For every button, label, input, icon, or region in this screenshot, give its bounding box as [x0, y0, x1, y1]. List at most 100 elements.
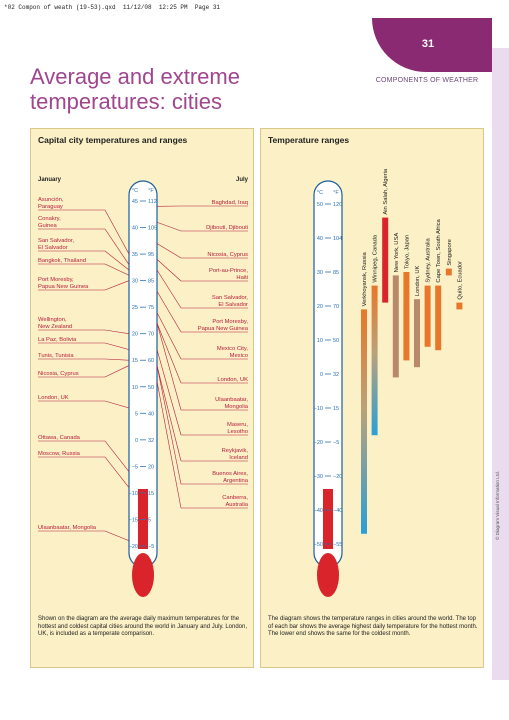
- capital-tick-label-c: 25: [132, 305, 138, 311]
- capital-tick-label-f: 75: [148, 305, 154, 311]
- capital-unit-f: °F: [148, 188, 154, 194]
- january-pointer: [104, 329, 130, 334]
- july-pointer: [156, 322, 182, 411]
- january-pointer: [104, 365, 130, 378]
- january-city-label: Conakry,: [38, 216, 61, 222]
- ranges-thermometer-mercury: [323, 489, 333, 549]
- ranges-tick-label-f: 85: [333, 270, 339, 276]
- range-bar: [392, 275, 399, 378]
- capital-tick-label-f: 70: [148, 332, 154, 338]
- capital-tick-label-c: 15: [132, 358, 138, 364]
- range-bar: [456, 302, 463, 310]
- january-city-label: Bangkok, Thailand: [38, 258, 86, 264]
- capital-tick-label-c: 40: [132, 226, 138, 232]
- july-city-label: Lesotho: [227, 429, 248, 435]
- ranges-tick-label-f: 15: [333, 406, 339, 412]
- capital-tick-label-c: 30: [132, 279, 138, 285]
- july-pointer: [156, 365, 182, 485]
- ranges-tick-label-c: 50: [317, 202, 323, 208]
- july-city-label: Maseru,: [227, 422, 248, 428]
- range-bar: [371, 285, 378, 436]
- capital-tick-label-c: −10: [129, 491, 138, 497]
- july-city-label: Reykjavik,: [222, 448, 249, 454]
- capital-tick-label-f: 15: [148, 491, 154, 497]
- january-city-label: Nicosia, Cyprus: [38, 371, 79, 377]
- ranges-caption: The diagram shows the temperature ranges…: [268, 616, 478, 637]
- january-pointer: [104, 228, 130, 265]
- page-title: Average and extreme temperatures: cities: [30, 64, 240, 114]
- july-pointer: [156, 322, 182, 384]
- capital-tick-label-f: −5: [148, 544, 154, 550]
- july-city-label: Argentina: [223, 478, 249, 484]
- ranges-tick-label-c: −20: [314, 440, 323, 446]
- range-bar: [361, 309, 367, 534]
- january-label: January: [38, 177, 62, 183]
- july-label: July: [236, 177, 249, 183]
- ranges-tick-label-f: −40: [333, 508, 342, 514]
- july-city-label: Australia: [225, 502, 248, 508]
- ranges-tick-label-c: 20: [317, 304, 323, 310]
- january-city-label: Asunción,: [38, 197, 64, 203]
- ranges-tick-label-c: −40: [314, 508, 323, 514]
- capital-tick-label-f: 112: [148, 199, 157, 205]
- january-pointer: [104, 209, 130, 255]
- january-pointer: [104, 456, 130, 488]
- capital-panel-title: Capital city temperatures and ranges: [38, 135, 188, 145]
- ranges-tick-label-c: −10: [314, 406, 323, 412]
- capital-tick-label-c: 45: [132, 199, 138, 205]
- july-city-label: Buenos Aires,: [212, 471, 248, 477]
- ranges-tick-label-f: 104: [333, 236, 342, 242]
- capital-tick-label-f: 20: [148, 464, 154, 470]
- capital-tick-label-c: 20: [132, 332, 138, 338]
- january-city-label: Papua New Guinea: [38, 284, 89, 290]
- range-bar: [382, 217, 389, 303]
- capital-tick-label-f: 5: [148, 517, 151, 523]
- july-pointer: [156, 259, 182, 282]
- ranges-tick-label-f: −5: [333, 440, 339, 446]
- july-city-label: Mexico: [230, 353, 248, 359]
- range-bar: [403, 272, 410, 361]
- capital-thermometer-bulb: [132, 553, 154, 597]
- january-pointer: [104, 342, 130, 350]
- range-city-label: Ain Salah, Algeria: [383, 168, 389, 215]
- range-bar: [414, 299, 420, 368]
- january-city-label: Ottawa, Canada: [38, 435, 81, 441]
- title-line-1: Average and extreme: [30, 64, 240, 89]
- july-city-label: London, UK: [217, 377, 248, 383]
- january-city-label: Port Moresby,: [38, 277, 74, 283]
- range-city-label: Cape Town, South Africa: [436, 218, 442, 282]
- ranges-tick-label-f: −55: [333, 542, 342, 548]
- january-pointer: [104, 250, 130, 271]
- july-city-label: Mongolia: [224, 404, 248, 410]
- range-city-label: Sydney, Australia: [426, 237, 432, 282]
- capital-tick-label-c: 35: [132, 252, 138, 258]
- capital-panel: Capital city temperatures and ranges °C °…: [30, 128, 254, 668]
- print-header: *02 Compon of weath (19-53).qxd 11/12/08…: [4, 4, 221, 11]
- ranges-tick-label-c: 0: [320, 372, 323, 378]
- january-city-label: Ulaanbaatar, Mongolia: [38, 525, 97, 531]
- copyright-notice: © Diagram Visual Information Ltd.: [495, 471, 500, 540]
- capital-tick-label-c: −20: [129, 544, 138, 550]
- january-city-label: Wellington,: [38, 317, 67, 323]
- ranges-tick-label-c: 30: [317, 270, 323, 276]
- july-city-label: Nicosia, Cyprus: [207, 252, 248, 258]
- july-city-label: Papua New Guinea: [198, 326, 249, 332]
- range-city-label: New York, USA: [394, 233, 400, 273]
- january-pointer: [104, 280, 130, 291]
- range-city-label: Winnipeg, Canada: [373, 234, 379, 282]
- ranges-tick-label-f: −20: [333, 474, 342, 480]
- title-line-2: temperatures: cities: [30, 89, 222, 114]
- july-city-label: Port Moresby,: [212, 319, 248, 325]
- ranges-tick-label-f: 120: [333, 202, 342, 208]
- january-pointer: [104, 400, 130, 409]
- january-city-label: Moscow, Russia: [38, 451, 81, 457]
- july-city-label: Iceland: [229, 455, 248, 461]
- july-city-label: Port-au-Prince,: [209, 268, 248, 274]
- capital-unit-c: °C: [132, 188, 138, 194]
- ranges-tick-label-f: 32: [333, 372, 339, 378]
- range-city-label: Quito, Ecuador: [457, 261, 463, 300]
- ranges-unit-c: °C: [317, 190, 323, 196]
- ranges-panel-title: Temperature ranges: [268, 135, 350, 145]
- ranges-tick-label-c: 40: [317, 236, 323, 242]
